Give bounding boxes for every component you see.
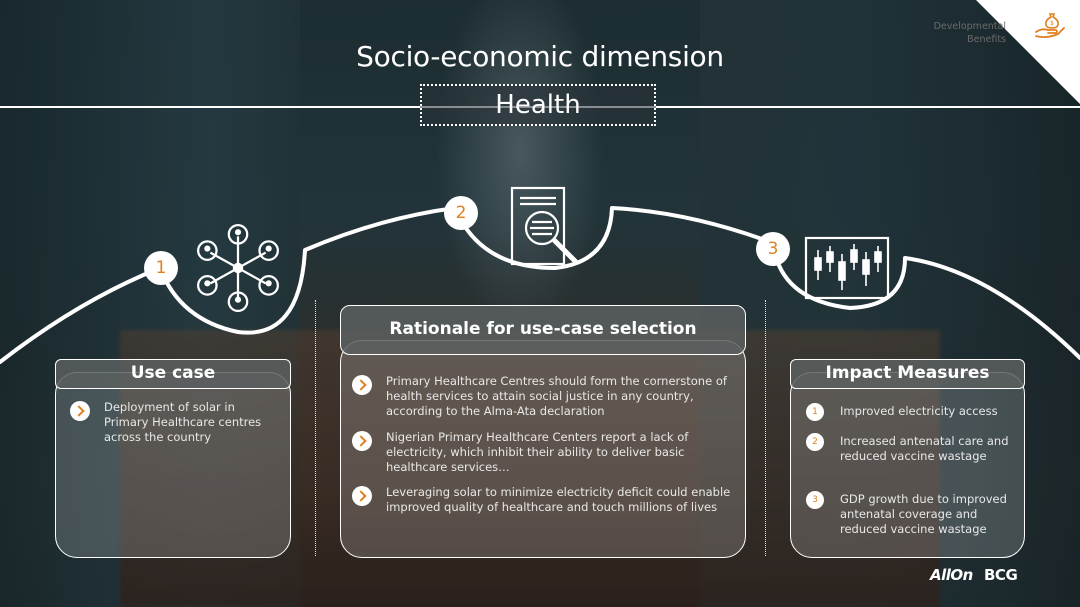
rationale-item-text: Primary Healthcare Centres should form t… [386,374,727,418]
impact-item-2: 2 Increased antenatal care and reduced v… [806,433,1012,464]
developmental-label-line2: Benefits [967,34,1006,45]
developmental-benefits-label: Developmental Benefits [934,20,1006,46]
corner-triangle [976,0,1080,104]
svg-text:$: $ [1050,20,1054,27]
hand-money-bag-icon: $ [1035,13,1065,39]
impact-item-text: Improved electricity access [840,404,998,418]
chevron-right-icon [352,486,372,506]
impact-item-text: GDP growth due to improved antenatal cov… [840,492,1007,536]
page-title: Socio-economic dimension [356,40,724,73]
rationale-item-text: Leveraging solar to minimize electricity… [386,485,731,514]
developmental-label-line1: Developmental [933,21,1006,32]
impact-item-1: 1 Improved electricity access [806,403,1012,421]
rationale-heading: Rationale for use-case selection [340,305,746,355]
impact-heading: Impact Measures [790,359,1025,389]
chevron-right-icon [352,431,372,451]
impact-panel [790,372,1025,558]
use-case-item: Deployment of solar in Primary Healthcar… [70,400,270,445]
chevron-right-icon [70,401,90,421]
step-number-3: 3 [756,232,790,266]
impact-number: 2 [806,433,824,451]
divider-right [765,300,766,556]
chevron-right-icon [352,375,372,395]
network-people-icon [197,223,279,313]
subtitle-health: Health [420,84,656,126]
rationale-item-2: Nigerian Primary Healthcare Centers repo… [352,430,732,475]
step-number-1: 1 [144,251,178,285]
candlestick-chart-icon [804,236,890,300]
step-number-2: 2 [444,196,478,230]
impact-item-3: 3 GDP growth due to improved antenatal c… [806,491,1012,537]
allon-logo: AllOn [930,566,973,584]
impact-item-text: Increased antenatal care and reduced vac… [840,434,1009,463]
rationale-item-3: Leveraging solar to minimize electricity… [352,485,732,515]
use-case-heading: Use case [55,359,291,389]
rationale-panel [340,340,746,558]
impact-number: 1 [806,403,824,421]
impact-number: 3 [806,491,824,509]
bcg-logo: BCG [984,566,1018,584]
document-search-icon [510,186,578,266]
divider-left [315,300,316,556]
rationale-item-text: Nigerian Primary Healthcare Centers repo… [386,430,689,474]
use-case-panel [55,372,291,558]
use-case-item-text: Deployment of solar in Primary Healthcar… [104,400,262,444]
rationale-item-1: Primary Healthcare Centres should form t… [352,374,732,419]
